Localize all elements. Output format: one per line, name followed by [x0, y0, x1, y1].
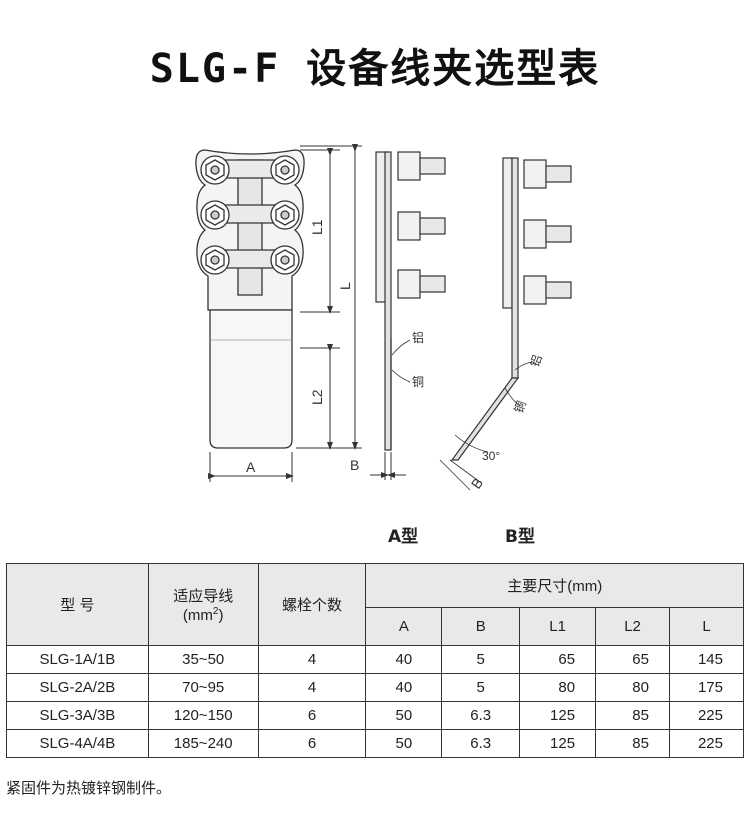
cell-l: 225 — [668, 701, 745, 730]
cell-bolts: 4 — [257, 673, 367, 702]
side-view-a — [375, 151, 446, 451]
header-wire-unit: (mm2) — [182, 606, 224, 624]
cell-model: SLG-3A/3B — [6, 701, 149, 730]
cell-wire: 70~95 — [147, 673, 259, 702]
dim-label-l: L — [337, 282, 353, 290]
footnote: 紧固件为热镀锌钢制件。 — [6, 779, 172, 797]
header-l2: L2 — [595, 607, 670, 646]
cell-l1: 65 — [519, 645, 597, 674]
header-bolts: 螺栓个数 — [257, 563, 367, 646]
cell-b: 5 — [441, 673, 521, 702]
cell-bolts: 6 — [257, 701, 367, 730]
front-view — [195, 149, 305, 449]
material-label-copper-a: 铜 — [412, 374, 424, 389]
cell-l2: 80 — [595, 673, 670, 702]
cell-l: 225 — [668, 729, 745, 758]
cell-a: 40 — [365, 645, 443, 674]
spec-table: 型 号 适应导线 (mm2) 螺栓个数 主要尺寸(mm) A B L1 L2 L… — [6, 563, 745, 758]
dim-label-b-angled: B — [468, 475, 486, 492]
dim-label-b-front: B — [350, 457, 359, 473]
cell-b: 6.3 — [441, 701, 521, 730]
clamp-technical-drawing: L1 L L2 A 铝 铜 B — [195, 144, 572, 492]
header-wire: 适应导线 (mm2) — [147, 563, 259, 646]
cell-l1: 125 — [519, 701, 597, 730]
type-label-b: B型 — [505, 527, 535, 547]
dim-label-a: A — [246, 459, 256, 475]
header-wire-label: 适应导线 — [173, 588, 234, 605]
cell-model: SLG-2A/2B — [6, 673, 149, 702]
cell-l2: 85 — [595, 729, 670, 758]
cell-wire: 185~240 — [147, 729, 259, 758]
table-row: SLG-3A/3B 120~150 6 50 6.3 125 85 225 — [6, 701, 745, 730]
material-label-copper-b: 铜 — [511, 399, 529, 415]
cell-b: 6.3 — [441, 729, 521, 758]
header-l: L — [668, 607, 745, 646]
table-row: SLG-4A/4B 185~240 6 50 6.3 125 85 225 — [6, 729, 745, 758]
cell-model: SLG-1A/1B — [6, 645, 149, 674]
cell-l2: 65 — [595, 645, 670, 674]
table-row: SLG-1A/1B 35~50 4 40 5 65 65 145 — [6, 645, 745, 674]
bolt-heads — [200, 155, 300, 275]
type-label-a: A型 — [388, 527, 419, 547]
cell-model: SLG-4A/4B — [6, 729, 149, 758]
header-a: A — [365, 607, 443, 646]
cell-l2: 85 — [595, 701, 670, 730]
cell-l: 145 — [668, 645, 745, 674]
header-model: 型 号 — [6, 563, 149, 646]
cell-l1: 80 — [519, 673, 597, 702]
cell-a: 40 — [365, 673, 443, 702]
header-b: B — [441, 607, 521, 646]
header-dims: 主要尺寸(mm) — [365, 563, 744, 608]
cell-a: 50 — [365, 729, 443, 758]
header-l1: L1 — [519, 607, 597, 646]
cell-bolts: 6 — [257, 729, 367, 758]
table-row: SLG-2A/2B 70~95 4 40 5 80 80 175 — [6, 673, 745, 702]
side-view-b — [450, 157, 572, 461]
dim-label-l2: L2 — [309, 389, 325, 405]
cell-bolts: 4 — [257, 645, 367, 674]
material-label-aluminum-b: 铝 — [527, 353, 545, 369]
dim-label-l1: L1 — [309, 219, 325, 235]
cell-wire: 35~50 — [147, 645, 259, 674]
cell-b: 5 — [441, 645, 521, 674]
cell-a: 50 — [365, 701, 443, 730]
angle-label: 30° — [482, 449, 500, 463]
page-title: SLG-F 设备线夹选型表 — [149, 46, 601, 92]
material-label-aluminum-a: 铝 — [412, 330, 424, 345]
cell-l: 175 — [668, 673, 745, 702]
cell-wire: 120~150 — [147, 701, 259, 730]
cell-l1: 125 — [519, 729, 597, 758]
